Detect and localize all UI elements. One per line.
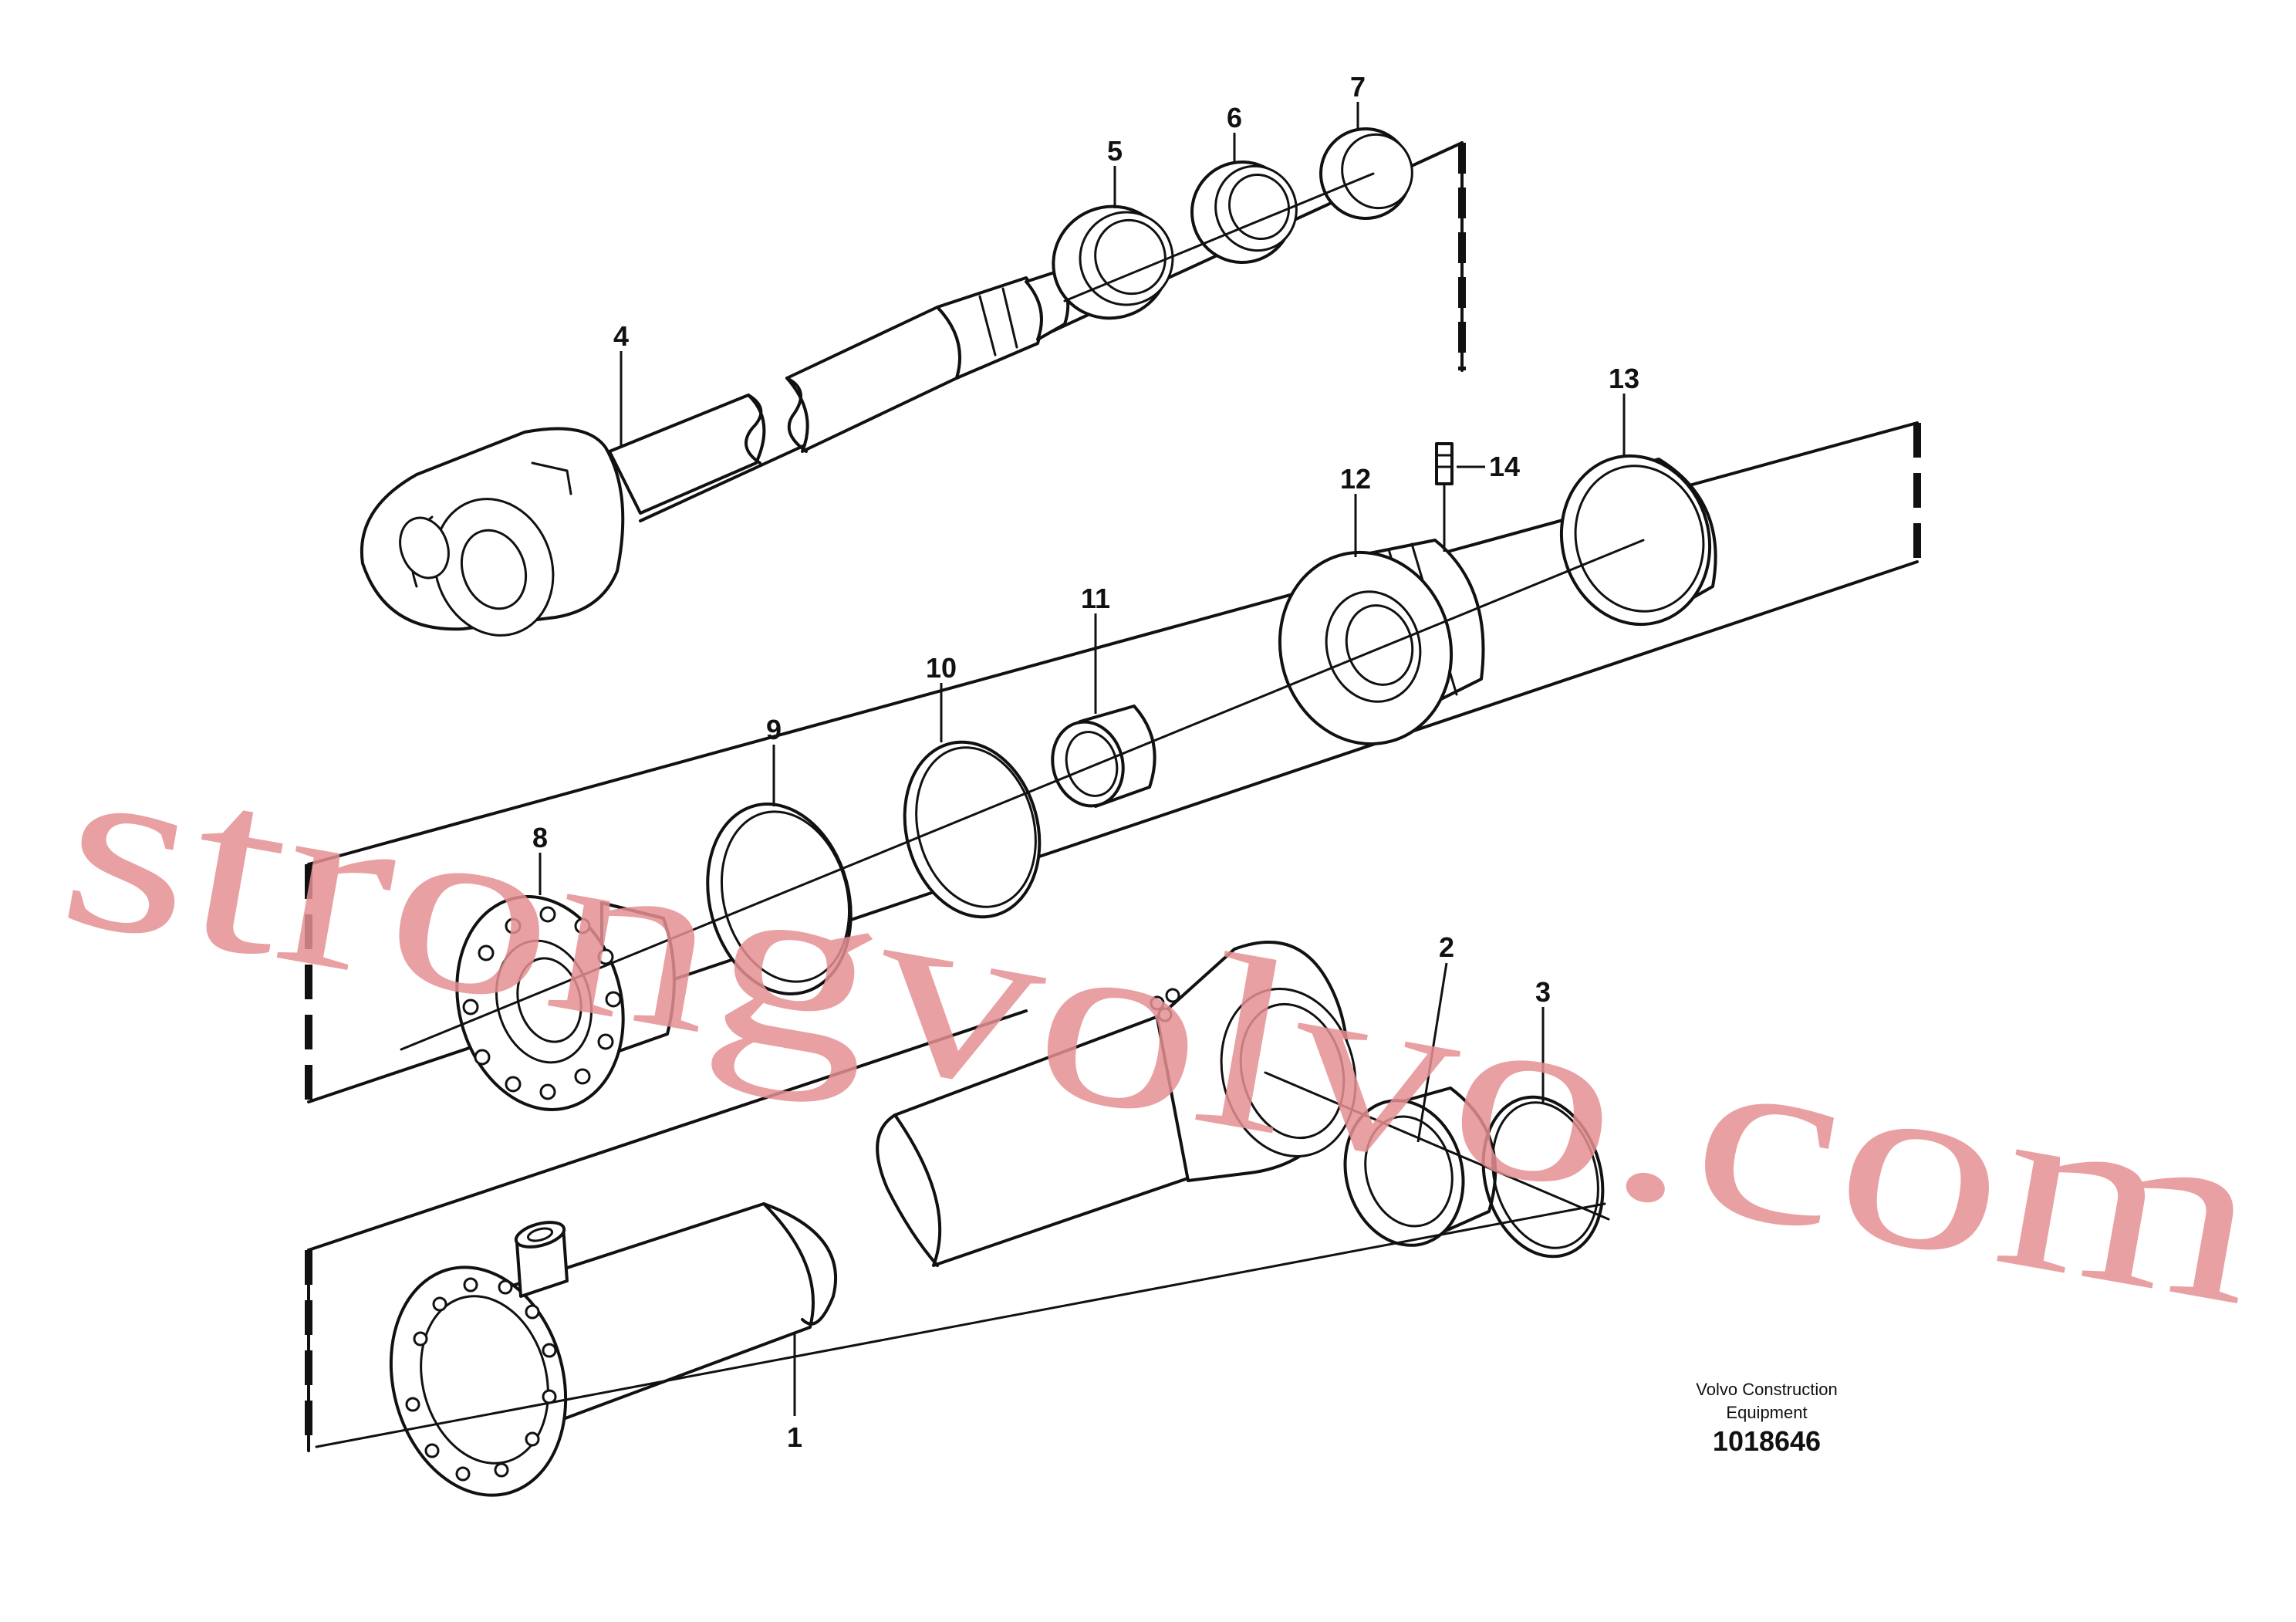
callout-13: 13 (1609, 363, 1639, 457)
cylinder-tube (389, 941, 1357, 1497)
callout-12: 12 (1340, 463, 1371, 557)
callout-2: 2 (1416, 931, 1454, 1143)
svg-text:14: 14 (1489, 451, 1520, 482)
axis-bearing (1264, 1071, 1610, 1221)
svg-text:13: 13 (1609, 363, 1639, 394)
drawing-number: 1018646 (1713, 1425, 1821, 1457)
snap-ring-3 (1481, 1095, 1605, 1259)
credit-company-line2: Equipment (1726, 1403, 1807, 1422)
callout-9: 9 (766, 714, 782, 806)
svg-text:4: 4 (613, 320, 629, 352)
callout-6: 6 (1227, 102, 1242, 162)
svg-text:10: 10 (926, 652, 957, 684)
credit-block: Volvo Construction Equipment 1018646 (1696, 1380, 1837, 1457)
callout-7: 7 (1350, 71, 1366, 130)
bushing-11 (1051, 705, 1156, 808)
callout-8: 8 (532, 822, 548, 895)
watermark: strongvolvo.com (45, 702, 2281, 1357)
bearing-2 (1343, 1086, 1497, 1247)
set-screw-14 (1435, 442, 1454, 485)
ring-9 (706, 803, 853, 995)
svg-text:3: 3 (1535, 976, 1551, 1008)
ring-10 (903, 740, 1042, 919)
svg-text:2: 2 (1439, 931, 1454, 963)
axis-piston (400, 539, 1645, 1051)
cylinder-head (455, 895, 676, 1111)
svg-text:1: 1 (787, 1421, 802, 1453)
svg-text:7: 7 (1350, 71, 1366, 103)
svg-text:11: 11 (1081, 583, 1110, 614)
bolt-holes-tube (405, 1277, 557, 1482)
seal-6 (1190, 160, 1298, 264)
svg-text:5: 5 (1107, 135, 1123, 167)
svg-text:12: 12 (1340, 463, 1371, 495)
frame-cylinder-group (305, 1009, 1028, 1452)
svg-text:8: 8 (532, 822, 548, 853)
callout-14: 14 (1443, 451, 1520, 552)
axis-rod (1063, 172, 1375, 302)
callout-5: 5 (1107, 135, 1123, 208)
svg-text:6: 6 (1227, 102, 1242, 133)
seal-7 (1319, 127, 1413, 221)
callout-10: 10 (926, 652, 957, 742)
callout-11: 11 (1081, 583, 1110, 714)
callout-3: 3 (1535, 976, 1551, 1103)
bolt-holes-head (462, 906, 622, 1100)
piston-12 (1278, 539, 1485, 746)
ring-13 (1559, 454, 1717, 627)
piston-rod (360, 270, 1070, 637)
credit-company-line1: Volvo Construction (1696, 1380, 1837, 1399)
callout-1: 1 (787, 1333, 802, 1453)
axis-cylinder (315, 1202, 1606, 1448)
callout-4: 4 (613, 320, 629, 448)
seal-5 (1052, 204, 1174, 320)
svg-text:9: 9 (766, 714, 782, 745)
